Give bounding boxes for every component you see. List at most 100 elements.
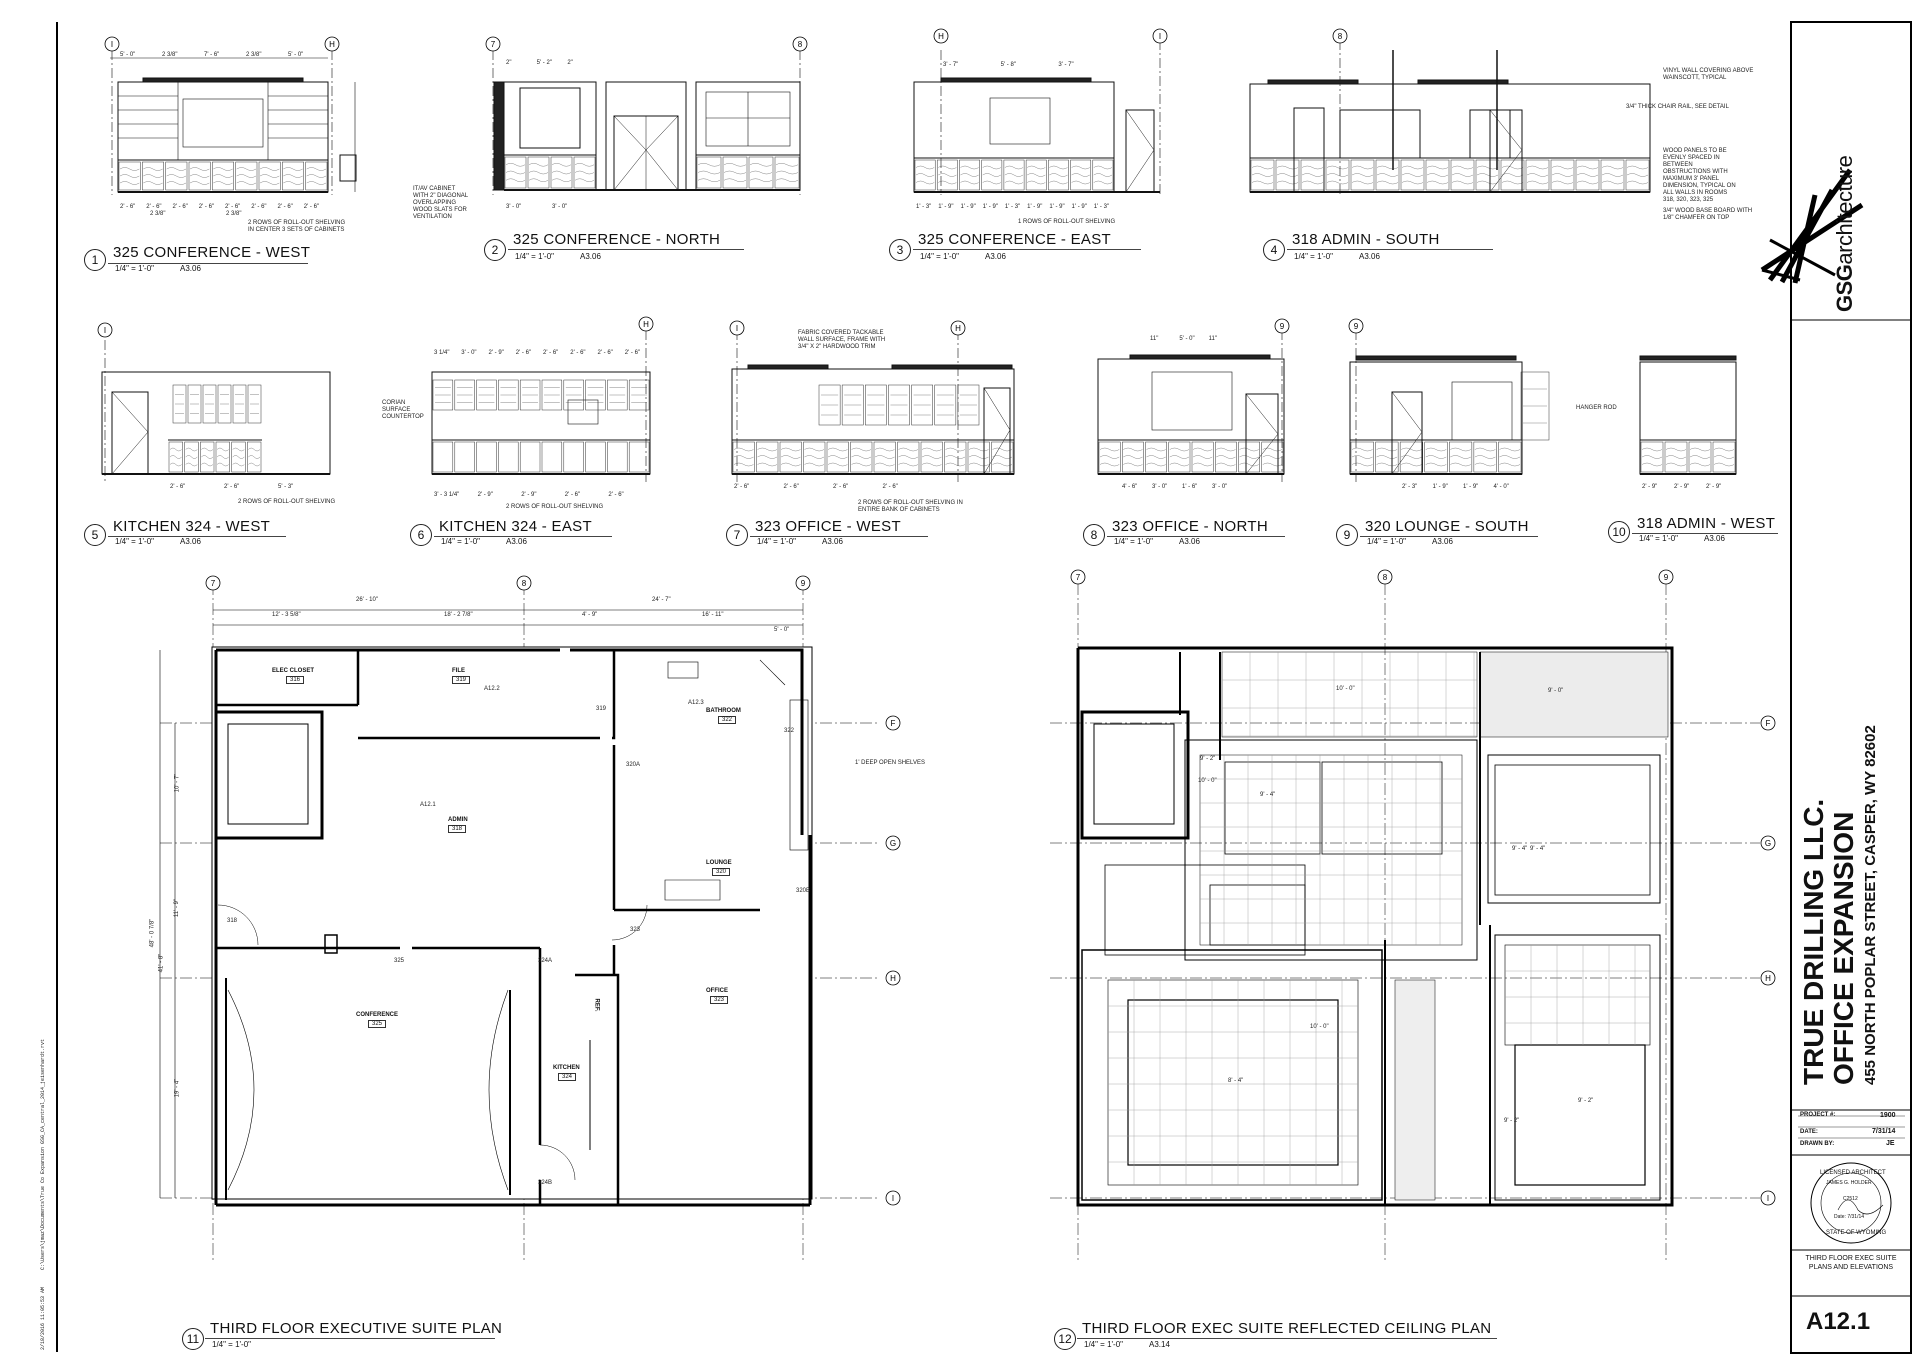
room-label-office: OFFICE (706, 988, 728, 994)
grid-bubble-label: H (329, 40, 335, 49)
door-tag: 324A (538, 958, 553, 964)
elevation-dimension: 2' - 6" (734, 484, 750, 490)
room-label-admin: ADMIN (448, 817, 468, 823)
view-scale-3: 1/4" = 1'-0" (920, 252, 960, 261)
view-scale-5: 1/4" = 1'-0" (115, 537, 155, 546)
elevation-dimension: 2' - 6" (882, 484, 898, 490)
elevation-dimension: 2' - 9" (521, 492, 537, 498)
plan-dimension: 18' - 2 7/8" (444, 612, 473, 618)
elevation-dimension: 2' - 6" (783, 484, 799, 490)
ceiling-height: 8' - 4" (1228, 1078, 1244, 1084)
view-number-8: 8 (1083, 524, 1105, 546)
elevation-7-linework (731, 330, 1015, 482)
elevation-dimension: 3' - 7" (1058, 62, 1074, 68)
section-tag: A12.2 (484, 686, 500, 692)
elevation-dimension: 2' - 6" (225, 204, 241, 210)
grid-bubble-label: I (1159, 32, 1161, 41)
elevation-dimension: 1' - 9" (1463, 484, 1479, 490)
ceiling-height: 9' - 2" (1578, 1098, 1594, 1104)
title-underline (913, 249, 1141, 250)
plan-dimension: 4' - 9" (582, 612, 598, 618)
elevation-dimension: 3' - 0" (506, 204, 522, 210)
elevation-dimension: 2" (506, 60, 512, 66)
plan-dimension: 11' - 9" (174, 898, 181, 918)
room-number-bathroom: 322 (718, 716, 737, 724)
plan-dimension: 24' - 7" (652, 597, 671, 603)
view-ref-10: A3.06 (1704, 534, 1725, 543)
door-tag: 323 (630, 927, 641, 933)
ceiling-height: 9' - 2" (1200, 756, 1216, 762)
room-label-elec-closet: ELEC CLOSET (272, 668, 315, 674)
plan-dimension: 10' - 7" (174, 773, 181, 793)
elevation-dimension: 2' - 9" (1674, 484, 1690, 490)
grid-bubble (1274, 318, 1290, 334)
elevation-dimension: 2' - 9" (1642, 484, 1658, 490)
title-underline (108, 536, 286, 537)
view-title-7: 323 OFFICE - WEST (755, 518, 901, 535)
room-label-file: FILE (452, 668, 465, 674)
ceiling-plan-linework (1050, 583, 1760, 1260)
elevation-dimension: 1' - 3" (1093, 204, 1110, 210)
door-tag: 325 (394, 958, 405, 964)
title-underline (108, 263, 308, 264)
view-ref-8: A3.06 (1179, 537, 1200, 546)
floor-plan-linework (159, 583, 880, 1260)
grid-bubble (638, 316, 654, 332)
ceiling-height: 9' - 2" (1504, 1118, 1520, 1124)
view-number-12: 12 (1054, 1328, 1076, 1350)
view-number-6: 6 (410, 524, 432, 546)
elevation-dimension: 4' - 0" (1493, 484, 1509, 490)
room-label-bathroom: BATHROOM (706, 708, 741, 714)
elevation-dimension: 2' - 6" (224, 484, 240, 490)
grid-bubble-label: 9 (801, 579, 806, 588)
ceiling-height: 10' - 0" (1310, 1024, 1329, 1030)
grid-bubble (1070, 569, 1086, 585)
view-title-12: THIRD FLOOR EXEC SUITE REFLECTED CEILING… (1082, 1320, 1492, 1337)
note-av-cabinet: IT/AV CABINET WITH 2" DIAGONAL OVERLAPPI… (413, 186, 469, 220)
elevation-dimension: 2' - 6" (198, 204, 215, 210)
elevation-dimension: 3' - 3 1/4" (434, 492, 460, 498)
note-wood-panels: WOOD PANELS TO BE EVENLY SPACED IN BETWE… (1663, 148, 1736, 203)
seal-line-4: Date: 7/31/14 (1834, 1214, 1865, 1220)
elevation-8-linework (1097, 330, 1285, 482)
view-title-3: 325 CONFERENCE - EAST (918, 231, 1112, 248)
elevation-dimension: 2" (567, 60, 573, 66)
grid-bubble (485, 36, 501, 52)
grid-bubble-label: I (111, 40, 113, 49)
room-label-kitchen: KITCHEN (553, 1065, 580, 1071)
grid-bubble-label: H (643, 320, 649, 329)
view-scale-1: 1/4" = 1'-0" (115, 264, 155, 273)
elevation-dimension: 5' - 2" (536, 60, 552, 66)
elevation-dimension: 1' - 9" (982, 204, 998, 210)
elevation-dimension: 2' - 6" (172, 204, 188, 210)
project-name: TRUE DRILLING LLC. (1798, 798, 1829, 1085)
section-tag: A12.1 (420, 802, 436, 808)
grid-bubble (205, 575, 221, 591)
view-title-9: 320 LOUNGE - SOUTH (1365, 518, 1529, 535)
title-underline (508, 249, 744, 250)
view-title-4: 318 ADMIN - SOUTH (1292, 231, 1440, 248)
elevation-dimension: 5' - 8" (1000, 62, 1016, 68)
elevation-dimension: 2' - 9" (477, 492, 493, 498)
elevation-dimension: 1' - 6" (1182, 484, 1198, 490)
view-ref-9: A3.06 (1432, 537, 1453, 546)
door-tag: 320A (626, 762, 641, 768)
print-timestamp: 2/18/2016 11:05:53 AM (40, 1286, 46, 1350)
door-tag: 320B (796, 888, 811, 894)
view-ref-1: A3.06 (180, 264, 201, 273)
elevation-dimension: 5' - 3" (278, 484, 294, 490)
note-roll-out-shelving-office: 2 ROWS OF ROLL-OUT SHELVING IN ENTIRE BA… (858, 500, 963, 513)
sheet-date: 7/31/14 (1872, 1128, 1896, 1135)
view-scale-9: 1/4" = 1'-0" (1367, 537, 1407, 546)
grid-bubble-label: F (891, 719, 896, 728)
grid-bubble (1760, 970, 1776, 986)
project-address: 455 NORTH POPLAR STREET, CASPER, WY 8260… (1862, 725, 1879, 1085)
grid-bubble-label: 8 (798, 40, 803, 49)
note-vinyl-wall-covering: VINYL WALL COVERING ABOVE WAINSCOTT, TYP… (1663, 68, 1754, 81)
room-number-admin: 318 (448, 825, 467, 833)
ceiling-height: 10' - 0" (1198, 778, 1217, 784)
project-number-label: PROJECT #: (1800, 1112, 1836, 1118)
note-wood-base-board: 3/4" WOOD BASE BOARD WITH 1/8" CHAMFER O… (1663, 208, 1753, 221)
view-ref-7: A3.06 (822, 537, 843, 546)
grid-bubble-label: 8 (522, 579, 527, 588)
